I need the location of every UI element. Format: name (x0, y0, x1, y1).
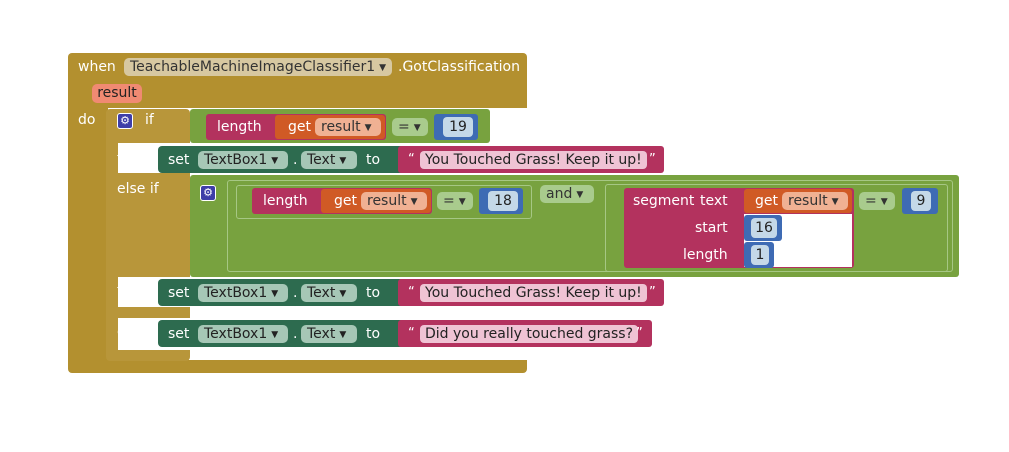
and-block-inner-frame (227, 180, 953, 272)
op-3: = (865, 193, 877, 209)
chevron-down-icon: ▼ (271, 330, 279, 340)
else-label: else (117, 324, 146, 340)
chevron-down-icon: ▼ (339, 156, 347, 166)
open-quote-2: “ (408, 285, 415, 300)
if-label: if (145, 112, 154, 128)
else-if-label: else if (117, 181, 159, 197)
param-result[interactable]: result (92, 84, 142, 103)
var-dropdown-3[interactable]: result▼ (782, 192, 848, 210)
start-label: start (695, 220, 728, 236)
number-9[interactable]: 9 (911, 191, 931, 211)
close-quote-1: ” (649, 152, 656, 167)
segment-label: segment (633, 193, 695, 209)
to-label-2: to (366, 285, 381, 301)
event-block-left-arm (68, 100, 108, 362)
component-name: TeachableMachineImageClassifier1 (130, 59, 376, 75)
set-label-3: set (168, 326, 190, 342)
then-label-2: then (117, 283, 149, 299)
prop-2: Text (307, 285, 336, 301)
set-label-1: set (168, 152, 190, 168)
component-1: TextBox1 (204, 152, 268, 168)
property-dropdown-2[interactable]: Text▼ (301, 284, 357, 302)
component-dropdown[interactable]: TeachableMachineImageClassifier1▼ (124, 58, 392, 76)
op-dropdown-2[interactable]: =▼ (437, 192, 473, 210)
prop-3: Text (307, 326, 336, 342)
component-dropdown-1[interactable]: TextBox1▼ (198, 151, 288, 169)
var-dropdown-1[interactable]: result▼ (315, 118, 381, 136)
component-dropdown-2[interactable]: TextBox1▼ (198, 284, 288, 302)
var-name-1: result (321, 119, 361, 135)
to-label-1: to (366, 152, 381, 168)
chevron-down-icon: ▼ (458, 197, 466, 207)
mutator-gear-icon[interactable]: ⚙ (117, 113, 133, 129)
dot-label-2: . (293, 285, 298, 301)
and-op: and (546, 186, 573, 202)
open-quote-3: “ (408, 326, 415, 341)
op-1: = (398, 119, 410, 135)
set-label-2: set (168, 285, 190, 301)
number-18[interactable]: 18 (488, 191, 518, 211)
component-dropdown-3[interactable]: TextBox1▼ (198, 325, 288, 343)
chevron-down-icon: ▼ (880, 197, 888, 207)
and-dropdown[interactable]: and▼ (540, 185, 594, 203)
chevron-down-icon: ▼ (413, 123, 421, 133)
length-label-2: length (263, 193, 308, 209)
close-quote-3: ” (636, 326, 643, 341)
chevron-down-icon: ▼ (410, 197, 418, 207)
then-label-1: then (117, 151, 149, 167)
dot-label-3: . (293, 326, 298, 342)
chevron-down-icon: ▼ (364, 123, 372, 133)
dot-label-1: . (293, 152, 298, 168)
op-dropdown-1[interactable]: =▼ (392, 118, 428, 136)
op-2: = (443, 193, 455, 209)
chevron-down-icon: ▼ (831, 197, 839, 207)
number-1[interactable]: 1 (751, 245, 769, 265)
to-label-3: to (366, 326, 381, 342)
text-value-3[interactable]: Did you really touched grass? (420, 325, 639, 343)
event-name-label: .GotClassification (398, 59, 520, 75)
var-dropdown-2[interactable]: result▼ (361, 192, 427, 210)
chevron-down-icon: ▼ (339, 330, 347, 340)
get-label-1: get (288, 119, 311, 135)
do-label: do (78, 112, 96, 128)
component-3: TextBox1 (204, 326, 268, 342)
length-label-1: length (217, 119, 262, 135)
chevron-down-icon: ▼ (339, 289, 347, 299)
chevron-down-icon: ▼ (379, 63, 387, 73)
component-2: TextBox1 (204, 285, 268, 301)
property-dropdown-3[interactable]: Text▼ (301, 325, 357, 343)
text-value-1[interactable]: You Touched Grass! Keep it up! (420, 151, 647, 169)
number-19[interactable]: 19 (443, 117, 473, 137)
open-quote-1: “ (408, 152, 415, 167)
when-label: when (78, 59, 116, 75)
chevron-down-icon: ▼ (576, 190, 584, 200)
chevron-down-icon: ▼ (271, 156, 279, 166)
text-value-2[interactable]: You Touched Grass! Keep it up! (420, 284, 647, 302)
var-name-3: result (788, 193, 828, 209)
op-dropdown-3[interactable]: =▼ (859, 192, 895, 210)
event-block-bottom (68, 360, 527, 373)
var-name-2: result (367, 193, 407, 209)
chevron-down-icon: ▼ (271, 289, 279, 299)
get-label-2: get (334, 193, 357, 209)
number-16[interactable]: 16 (751, 218, 777, 238)
property-dropdown-1[interactable]: Text▼ (301, 151, 357, 169)
text-label: text (700, 193, 728, 209)
get-label-3: get (755, 193, 778, 209)
close-quote-2: ” (649, 285, 656, 300)
prop-1: Text (307, 152, 336, 168)
mutator-gear-icon-2[interactable]: ⚙ (200, 185, 216, 201)
length-label-3: length (683, 247, 728, 263)
